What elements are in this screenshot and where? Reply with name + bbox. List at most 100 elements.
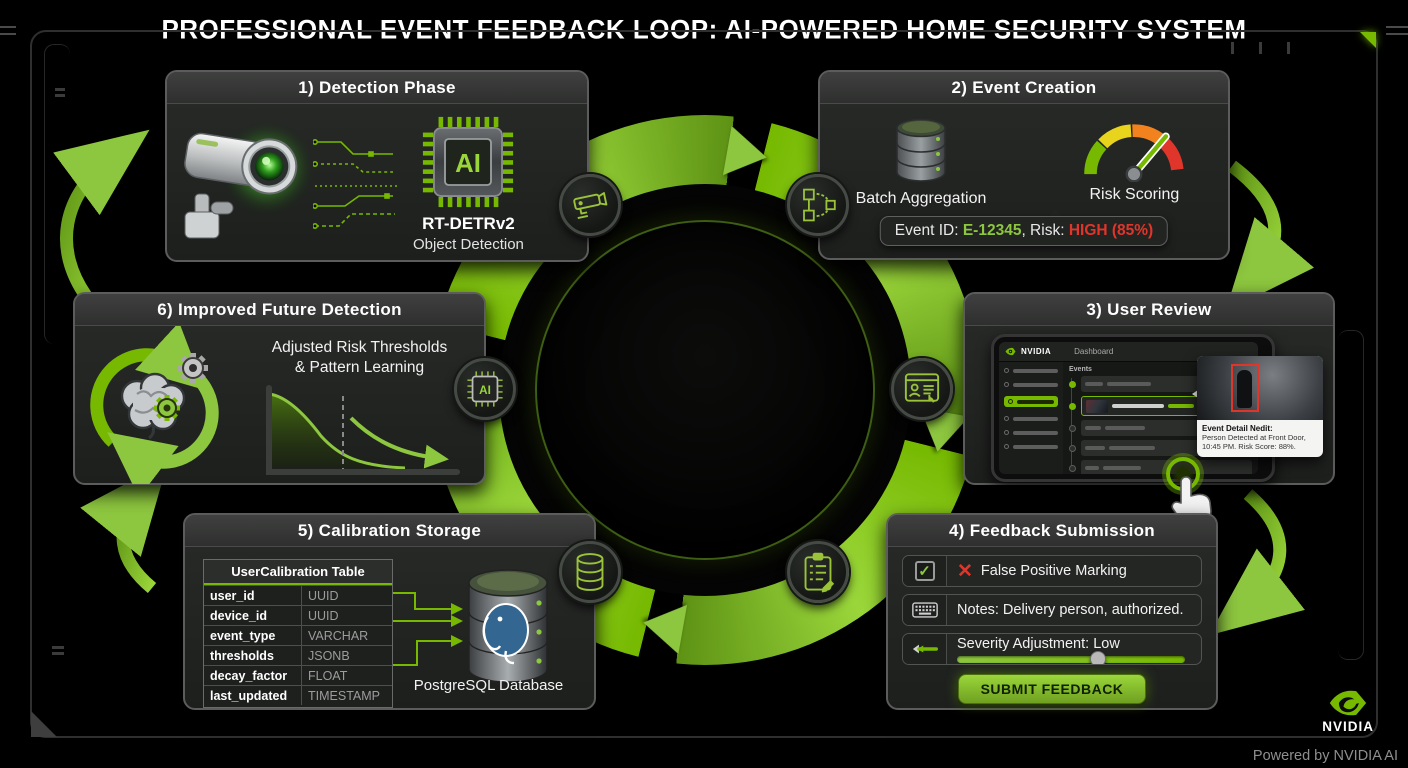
ai-chip-illustration: AI xyxy=(423,116,514,208)
hud-frame xyxy=(30,30,1378,738)
workflow-nodes-icon xyxy=(803,188,836,222)
tablet-header: Dashboard xyxy=(1074,347,1114,356)
panel-event-creation-title: 2) Event Creation xyxy=(820,72,1228,104)
nvidia-eye-icon-mini xyxy=(1005,347,1016,356)
event-detail-popup: Event Detail Nedit: Person Detected at F… xyxy=(1197,356,1323,457)
panel-feedback-title: 4) Feedback Submission xyxy=(888,515,1216,547)
red-x-icon: ✕ xyxy=(957,560,973,582)
event-banner: Event ID: E-12345, Risk: HIGH (85%) xyxy=(879,216,1169,246)
tablet-timeline xyxy=(1071,378,1072,468)
panel-detection-phase: 1) Detection Phase xyxy=(165,70,589,262)
powered-by-text: Powered by NVIDIA AI xyxy=(1252,748,1398,764)
model-name: RT-DETRv2 xyxy=(422,214,515,233)
node-user-review xyxy=(891,358,953,420)
false-positive-label: False Positive Marking xyxy=(980,563,1127,579)
ai-chip-icon: AI xyxy=(467,371,503,407)
popup-line2: 10:45 PM. Risk Score: 88%. xyxy=(1202,442,1296,452)
green-gear-icon xyxy=(154,395,180,421)
person-silhouette xyxy=(1237,370,1252,408)
database-icon xyxy=(576,553,604,591)
corner-accent-triangle xyxy=(1360,32,1376,48)
panel-event-creation: 2) Event Creation xyxy=(818,70,1230,260)
security-camera-icon xyxy=(573,192,608,220)
banner-notch xyxy=(1048,209,1063,217)
model-subtitle: Object Detection xyxy=(413,236,524,253)
improved-caption: Adjusted Risk Thresholds & Pattern Learn… xyxy=(272,338,447,378)
panel-user-review: 3) User Review NVIDIA Dashboard xyxy=(963,292,1335,526)
panel-detection-title: 1) Detection Phase xyxy=(167,72,587,104)
panel-calibration-title: 5) Calibration Storage xyxy=(185,515,594,547)
decrease-arrow-icon xyxy=(912,644,938,654)
batch-aggregation-label: Batch Aggregation xyxy=(855,190,987,207)
popup-heading: Event Detail Nedit: xyxy=(1202,424,1273,433)
severity-label: Severity Adjustment: Low xyxy=(957,635,1120,652)
risk-value: HIGH (85%) xyxy=(1068,222,1154,239)
caption-line2: & Pattern Learning xyxy=(294,359,425,377)
user-review-window-icon xyxy=(904,373,940,403)
submit-feedback-button[interactable]: SUBMIT FEEDBACK xyxy=(957,674,1147,704)
event-thumbnail xyxy=(1086,399,1108,413)
check-glyph: ✓ xyxy=(918,563,931,580)
frame-tick xyxy=(55,94,65,97)
node-workflow xyxy=(787,174,849,236)
postgresql-database-label: PostgreSQL Database xyxy=(413,677,564,694)
popup-pointer xyxy=(1192,388,1201,400)
security-camera-illustration xyxy=(184,120,313,239)
notes-row[interactable]: Notes: Delivery person, authorized. xyxy=(902,594,1202,626)
detection-bounding-box xyxy=(1231,364,1259,412)
popup-line1: Person Detected at Front Door, xyxy=(1202,433,1306,442)
frame-tick xyxy=(52,646,64,649)
frame-decoration xyxy=(1338,330,1364,660)
tablet-events-label: Events xyxy=(1069,366,1092,373)
risk-decay-chart xyxy=(265,385,460,476)
frame-tick xyxy=(52,652,64,655)
ring-arrowhead-icon xyxy=(722,125,772,183)
severity-row[interactable]: Severity Adjustment: Low xyxy=(902,633,1202,665)
corner-cut-decoration xyxy=(31,711,57,737)
table-title: UserCalibration Table xyxy=(204,560,392,585)
panel-user-review-title: 3) User Review xyxy=(965,294,1333,326)
postgresql-elephant-logo xyxy=(482,603,529,665)
title-decoration xyxy=(0,26,16,28)
node-camera xyxy=(559,174,621,236)
frame-tick xyxy=(1259,42,1262,54)
notes-label: Notes: Delivery person, authorized. xyxy=(957,602,1184,618)
slider-thumb[interactable] xyxy=(1090,651,1107,664)
node-database xyxy=(559,541,621,603)
risk-gauge-icon xyxy=(1084,124,1184,182)
risk-scoring-label: Risk Scoring xyxy=(1089,186,1180,203)
severity-slider[interactable] xyxy=(957,651,1185,664)
panel-feedback-submission: 4) Feedback Submission ✓ ✕ False Positive… xyxy=(886,513,1218,710)
tablet-sidebar-active-item xyxy=(1004,396,1058,407)
chip-ai-label: AI xyxy=(456,150,482,178)
false-positive-row[interactable]: ✓ ✕ False Positive Marking xyxy=(902,555,1202,587)
frame-tick xyxy=(1231,42,1234,54)
tablet-sidebar xyxy=(999,362,1063,474)
node-ai-chip: AI xyxy=(454,358,516,420)
nvidia-logo: NVIDIA xyxy=(1322,689,1374,734)
panel-calibration-storage: 5) Calibration Storage UserCalibration T… xyxy=(183,513,596,710)
panel-improved-title: 6) Improved Future Detection xyxy=(75,294,484,326)
keyboard-icon xyxy=(911,602,938,618)
brain-learning-cycle-illustration xyxy=(90,322,219,498)
title-decoration xyxy=(1386,26,1408,28)
frame-tick xyxy=(55,88,65,91)
title-decoration xyxy=(1386,33,1408,35)
gear-icon xyxy=(178,353,208,383)
title-decoration xyxy=(0,33,16,35)
ring-center-circle xyxy=(535,220,875,560)
checkbox-checked-icon[interactable]: ✓ xyxy=(914,561,935,581)
page-title: PROFESSIONAL EVENT FEEDBACK LOOP: AI-POW… xyxy=(161,13,1247,45)
risk-label: , Risk: xyxy=(1021,222,1069,239)
tablet-brand: NVIDIA xyxy=(1021,347,1052,356)
caption-line1: Adjusted Risk Thresholds xyxy=(271,339,448,356)
nvidia-wordmark: NVIDIA xyxy=(1322,719,1374,734)
